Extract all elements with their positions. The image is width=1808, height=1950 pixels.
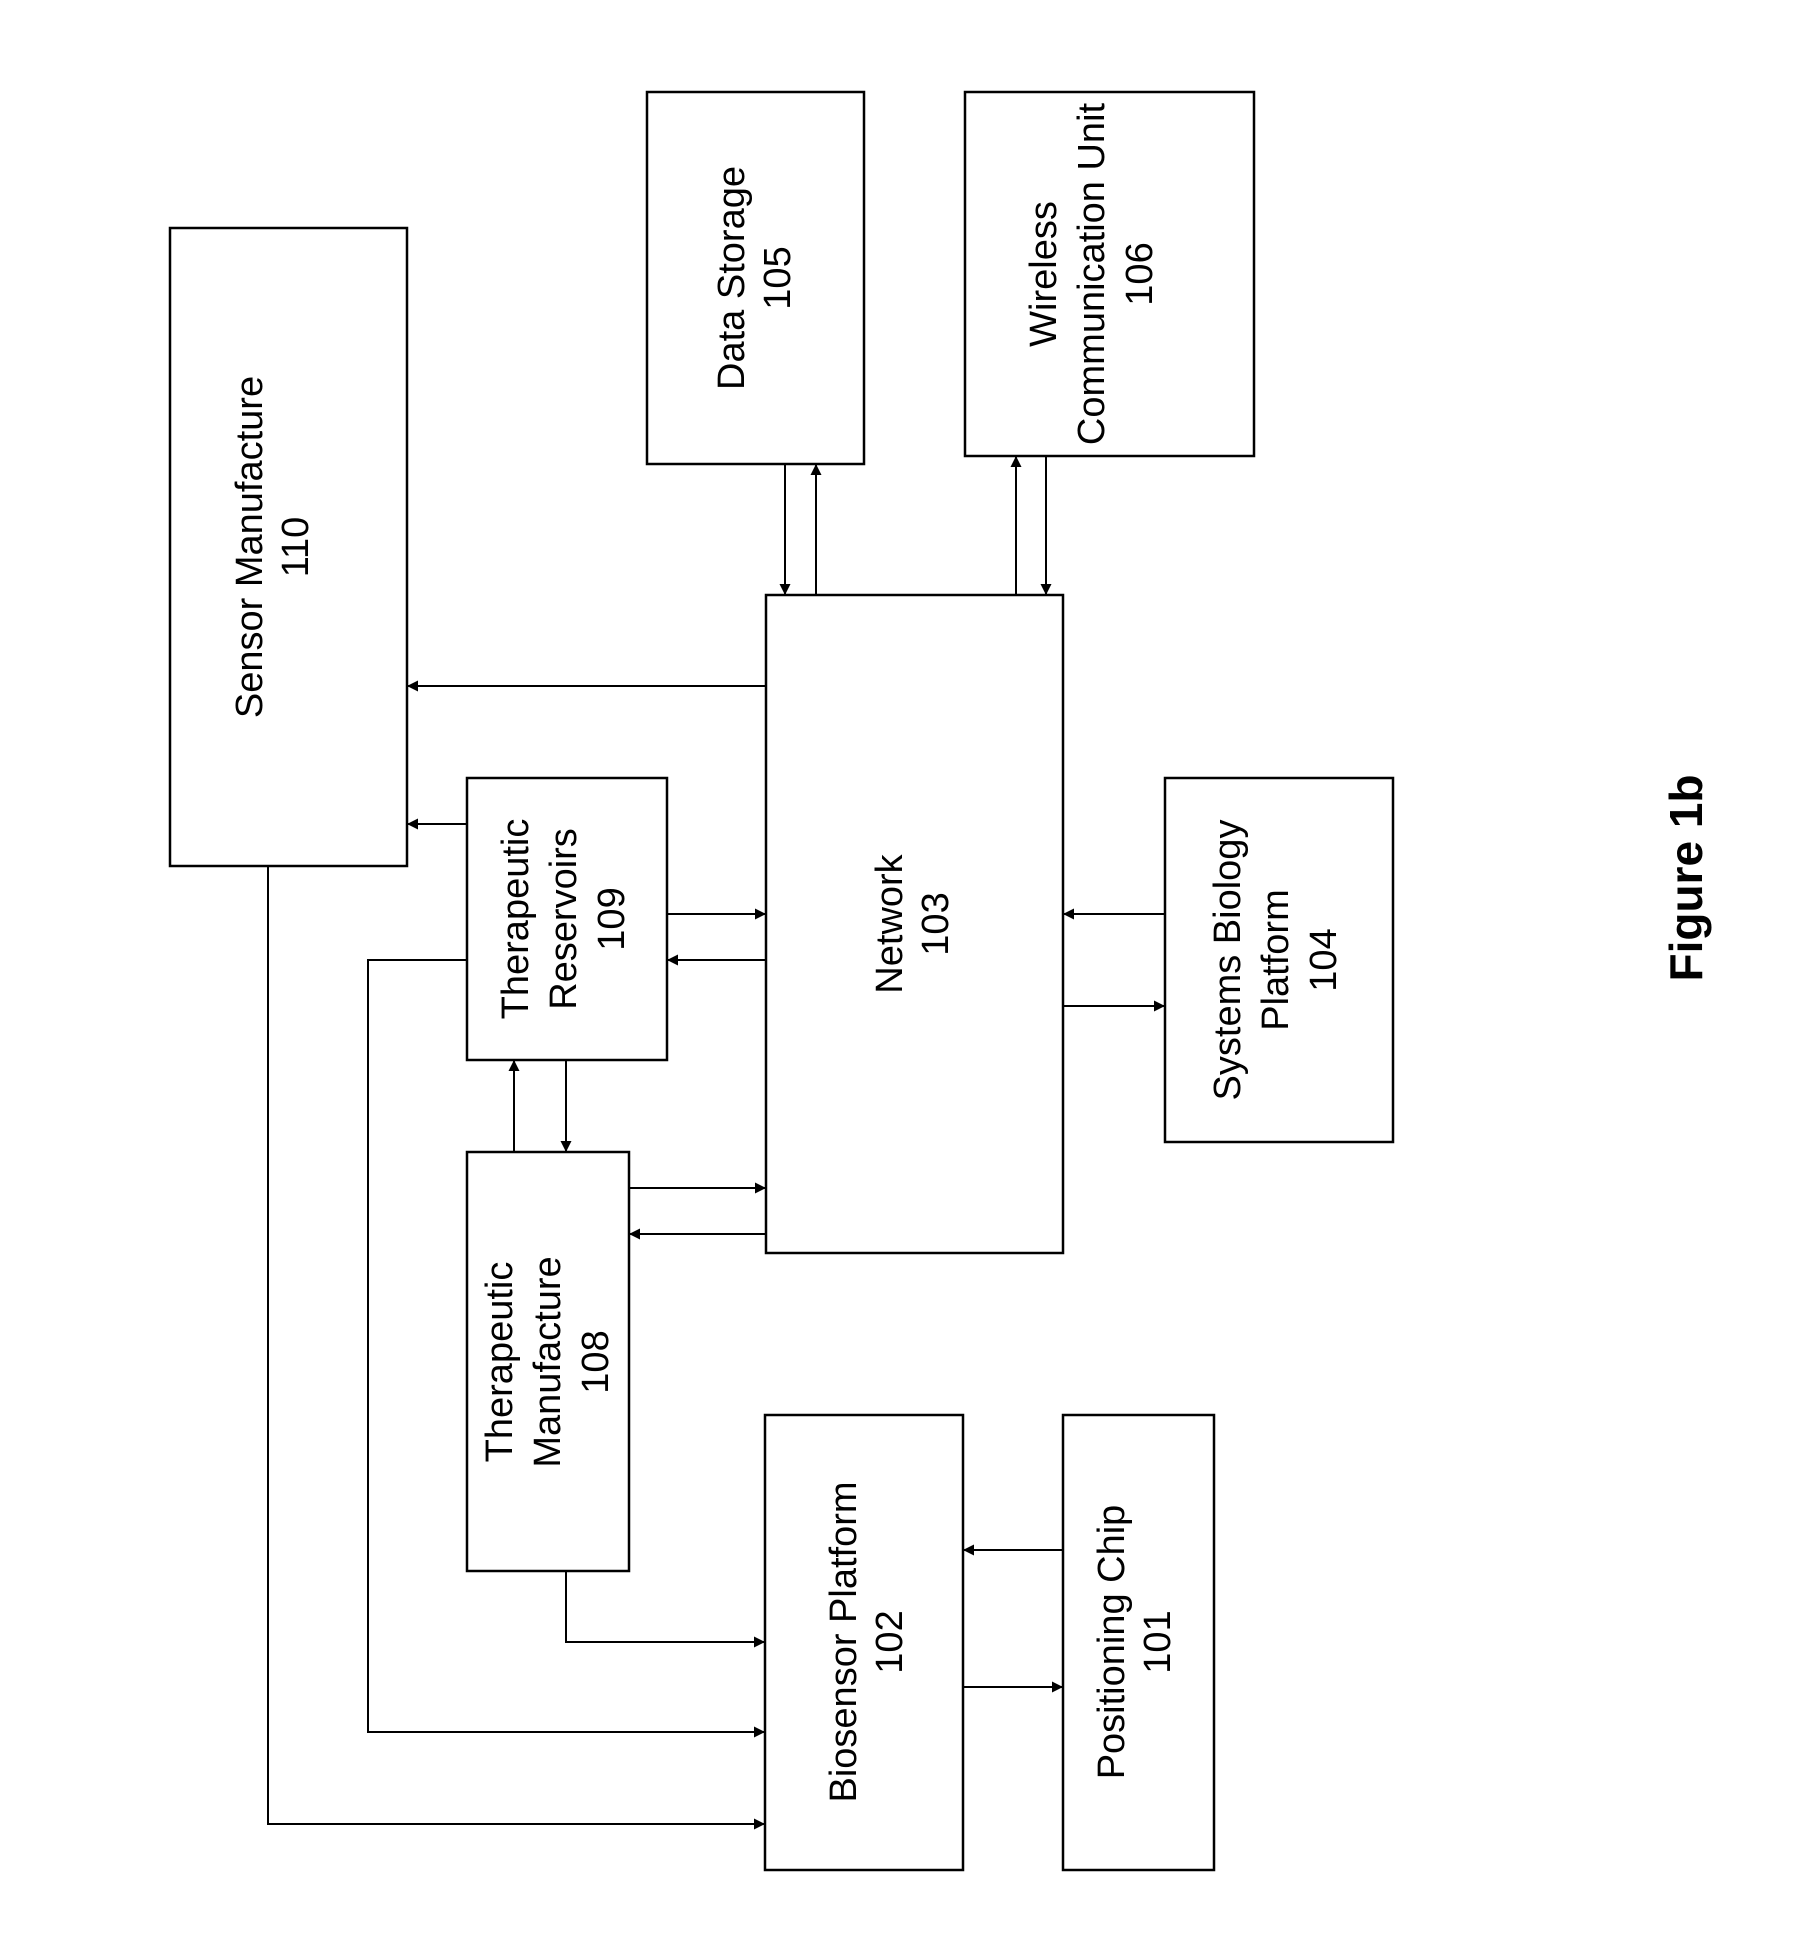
data-storage-label: Data Storage xyxy=(711,166,753,390)
biosensor-platform-label: Biosensor Platform xyxy=(823,1481,865,1802)
positioning-chip-number: 101 xyxy=(1137,1610,1179,1673)
figure-label: Figure 1b xyxy=(1660,774,1712,981)
therapeutic-reservoirs-block: Therapeutic Reservoirs 109 xyxy=(467,778,667,1060)
data-storage-block: Data Storage 105 xyxy=(647,92,864,464)
wireless-communication-unit-block: Wireless Communication Unit 106 xyxy=(965,92,1254,456)
wireless-label-line1: Wireless xyxy=(1023,201,1065,347)
biosensor-platform-block: Biosensor Platform 102 xyxy=(765,1415,963,1870)
systems-biology-platform-block: Systems Biology Platform 104 xyxy=(1165,778,1393,1142)
wireless-number: 106 xyxy=(1119,242,1161,305)
therapeutic-manufacture-label-line2: Manufacture xyxy=(527,1256,569,1467)
sensor-manufacture-block: Sensor Manufacture 110 xyxy=(170,228,407,866)
biosensor-platform-number: 102 xyxy=(869,1610,911,1673)
therapeutic-reservoirs-label-line1: Therapeutic xyxy=(495,819,537,1020)
sensor-manufacture-label: Sensor Manufacture xyxy=(229,376,271,718)
network-number: 103 xyxy=(915,892,957,955)
therapeutic-manufacture-number: 108 xyxy=(575,1330,617,1393)
systems-biology-number: 104 xyxy=(1303,928,1345,991)
arrow-manufacture-to-biosensor xyxy=(566,1571,765,1642)
network-label: Network xyxy=(869,853,911,993)
systems-biology-label-line2: Platform xyxy=(1255,889,1297,1030)
data-storage-number: 105 xyxy=(757,246,799,309)
therapeutic-manufacture-label-line1: Therapeutic xyxy=(479,1262,521,1463)
therapeutic-manufacture-block: Therapeutic Manufacture 108 xyxy=(467,1152,629,1571)
therapeutic-reservoirs-label-line2: Reservoirs xyxy=(543,828,585,1010)
positioning-chip-label: Positioning Chip xyxy=(1091,1505,1133,1780)
wireless-label-line2: Communication Unit xyxy=(1071,102,1113,445)
network-block: Network 103 xyxy=(766,595,1063,1253)
systems-biology-label-line1: Systems Biology xyxy=(1207,820,1249,1101)
positioning-chip-block: Positioning Chip 101 xyxy=(1063,1415,1214,1870)
therapeutic-reservoirs-number: 109 xyxy=(591,887,633,950)
sensor-manufacture-number: 110 xyxy=(275,517,317,578)
